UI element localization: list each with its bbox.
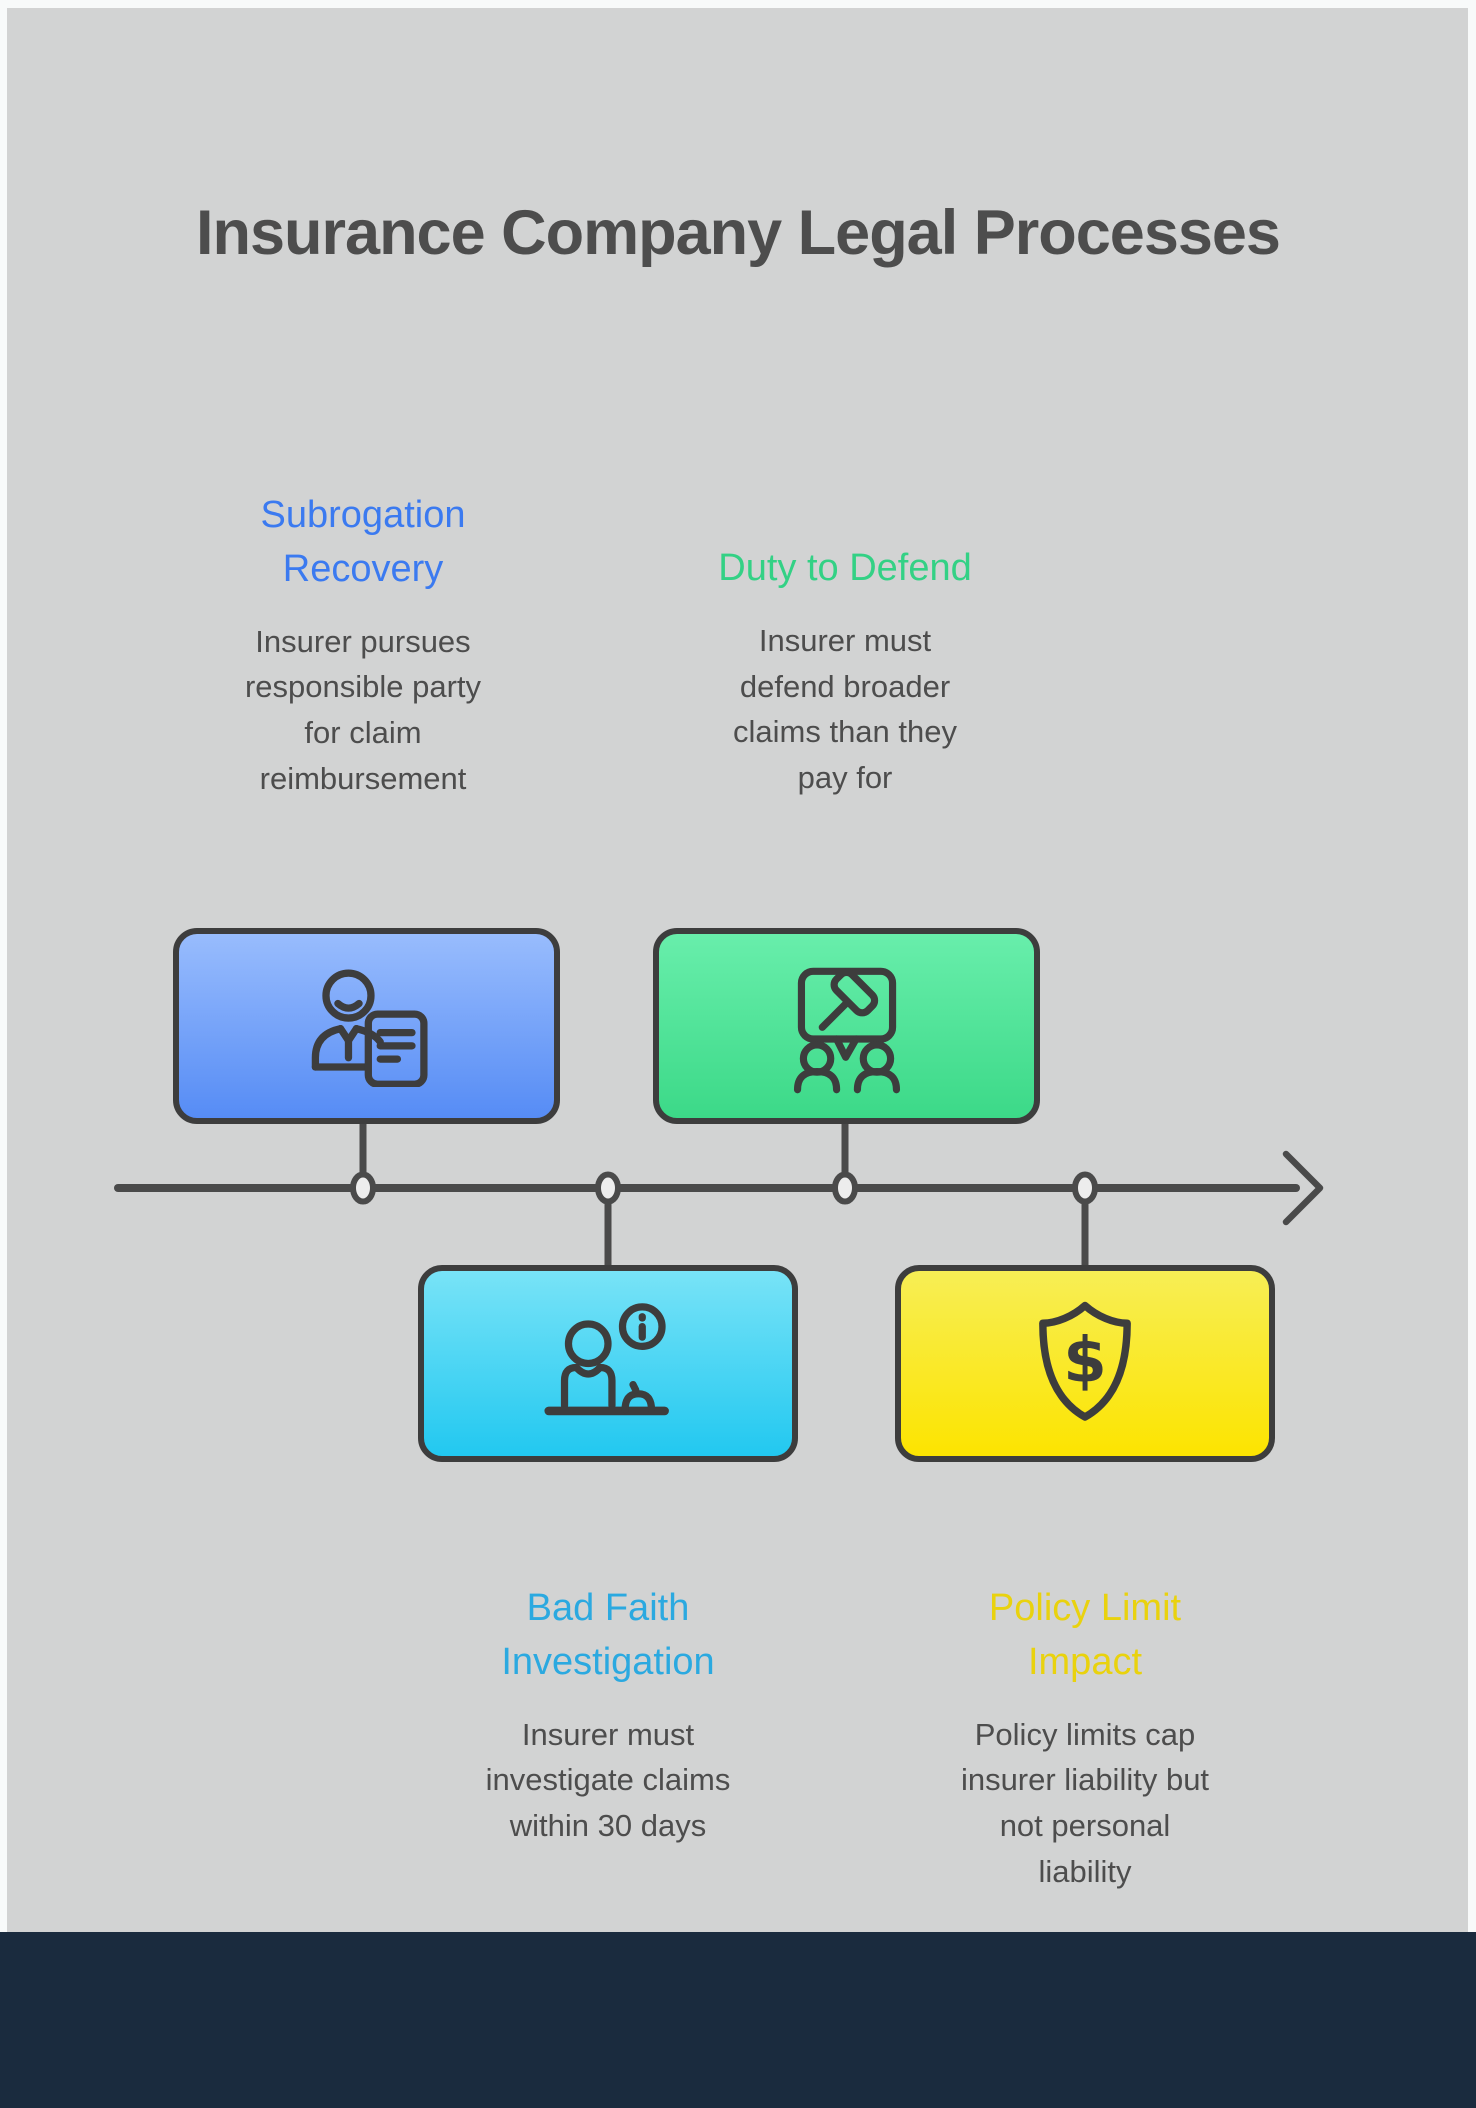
section-policy-limit-impact: Policy Limit Impact Policy limits cap in… <box>920 1582 1250 1894</box>
section-duty-to-defend: Duty to Defend Insurer must defend broad… <box>680 489 1010 800</box>
section-heading-text: Bad Faith Investigation <box>501 1587 715 1683</box>
icon-box-duty-to-defend <box>653 928 1040 1124</box>
section-description: Insurer must investigate claims within 3… <box>485 1716 731 1844</box>
shield-dollar-icon: $ <box>1039 1301 1131 1421</box>
section-bad-faith-investigation: Bad Faith Investigation Insurer must inv… <box>443 1582 773 1849</box>
section-heading-text: Policy Limit Impact <box>988 1587 1182 1683</box>
section-heading-policy-limit: Policy Limit Impact <box>920 1582 1250 1690</box>
section-heading-duty: Duty to Defend <box>680 489 1010 596</box>
agent-with-document-icon <box>311 969 428 1087</box>
icon-box-bad-faith <box>418 1265 798 1462</box>
dollar-sign-glyph: $ <box>1063 1323 1107 1396</box>
gavel-discussion-icon <box>793 967 900 1094</box>
page-title: Insurance Company Legal Processes <box>196 198 1281 268</box>
section-description: Policy limits cap insurer liability but … <box>960 1716 1210 1889</box>
icon-box-subrogation <box>173 928 560 1124</box>
section-subrogation-recovery: Subrogation Recovery Insurer pursues res… <box>198 489 528 801</box>
section-heading-bad-faith: Bad Faith Investigation <box>443 1582 773 1690</box>
icon-box-policy-limit: $ <box>895 1265 1275 1462</box>
claims-desk-info-icon <box>544 1303 669 1416</box>
section-heading-subrogation: Subrogation Recovery <box>198 489 528 597</box>
footer-band <box>0 1932 1476 2108</box>
section-description: Insurer must defend broader claims than … <box>733 623 957 795</box>
section-description: Insurer pursues responsible party for cl… <box>244 623 482 796</box>
section-heading-text: Duty to Defend <box>718 547 972 590</box>
section-heading-text: Subrogation Recovery <box>260 494 466 590</box>
